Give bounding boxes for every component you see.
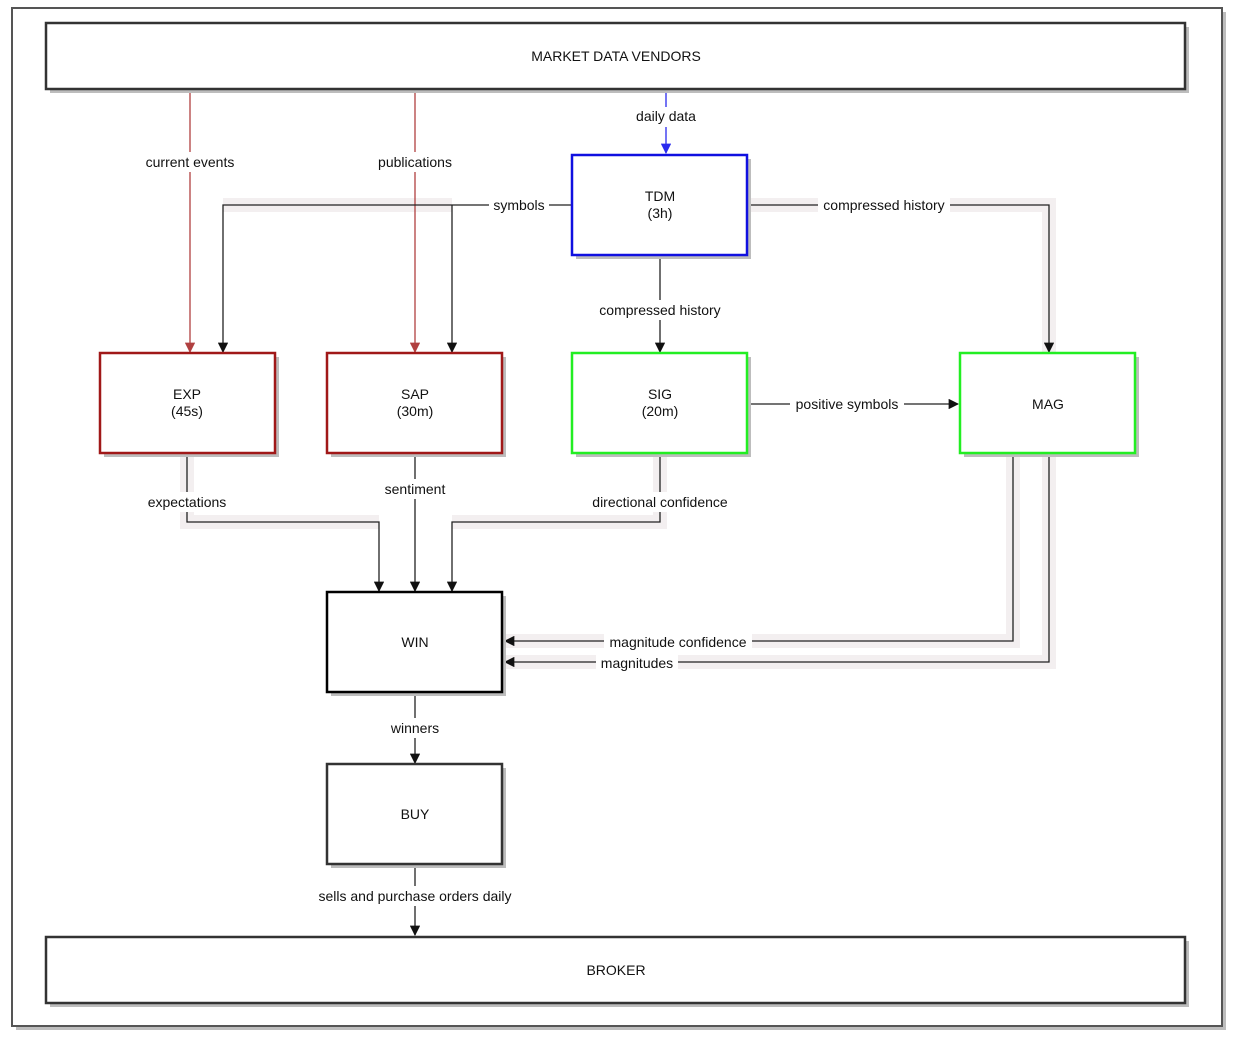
- node-buy[interactable]: BUY: [325, 762, 506, 868]
- edge-expectations: expectations: [143, 455, 385, 593]
- node-sap[interactable]: SAP (30m): [325, 351, 506, 457]
- edge-positive-symbols: positive symbols: [748, 395, 960, 415]
- node-sig[interactable]: SIG (20m): [570, 351, 751, 457]
- edge-label-directional-confidence: directional confidence: [592, 494, 728, 510]
- node-label-sig: SIG: [648, 386, 672, 402]
- node-label-win: WIN: [401, 634, 428, 650]
- edge-compressed-history-sig: compressed history: [594, 256, 726, 354]
- edge-label-current-events: current events: [146, 154, 235, 170]
- node-label-buy: BUY: [401, 806, 430, 822]
- node-sub-sap: (30m): [397, 403, 434, 419]
- node-mag[interactable]: MAG: [958, 351, 1139, 457]
- edge-label-expectations: expectations: [148, 494, 227, 510]
- node-market-data-vendors[interactable]: MARKET DATA VENDORS: [44, 21, 1189, 93]
- node-label-exp: EXP: [173, 386, 201, 402]
- edge-label-publications: publications: [378, 154, 452, 170]
- edge-label-winners: winners: [390, 720, 439, 736]
- edge-symbols: symbols: [217, 196, 572, 354]
- edge-sentiment: sentiment: [380, 455, 450, 593]
- node-label-sap: SAP: [401, 386, 429, 402]
- node-tdm[interactable]: TDM (3h): [570, 153, 751, 259]
- edge-label-symbols: symbols: [493, 197, 544, 213]
- node-label-market-data-vendors: MARKET DATA VENDORS: [531, 48, 701, 64]
- node-label-tdm: TDM: [645, 188, 675, 204]
- edge-sells-orders: sells and purchase orders daily: [312, 865, 518, 937]
- edge-magnitudes: magnitudes: [503, 455, 1050, 673]
- edge-winners: winners: [385, 693, 445, 765]
- edge-current-events: current events: [140, 90, 240, 354]
- edge-label-compressed-history-mag: compressed history: [823, 197, 944, 213]
- edge-label-daily-data: daily data: [636, 108, 696, 124]
- node-exp[interactable]: EXP (45s): [98, 351, 279, 457]
- edge-label-sentiment: sentiment: [385, 481, 446, 497]
- edge-label-compressed-history-sig: compressed history: [599, 302, 720, 318]
- edge-compressed-history-mag: compressed history: [748, 196, 1055, 354]
- edge-label-magnitude-confidence: magnitude confidence: [610, 634, 747, 650]
- node-label-mag: MAG: [1032, 396, 1064, 412]
- edge-label-positive-symbols: positive symbols: [796, 396, 899, 412]
- node-label-broker: BROKER: [586, 962, 645, 978]
- node-sub-tdm: (3h): [648, 205, 673, 221]
- node-broker[interactable]: BROKER: [44, 935, 1189, 1007]
- edge-publications: publications: [373, 90, 457, 354]
- edge-directional-confidence: directional confidence: [446, 455, 733, 593]
- edge-magnitude-confidence: magnitude confidence: [503, 455, 1014, 652]
- node-sub-sig: (20m): [642, 403, 679, 419]
- node-sub-exp: (45s): [171, 403, 203, 419]
- edge-label-sells-orders: sells and purchase orders daily: [319, 888, 512, 904]
- node-win[interactable]: WIN: [325, 590, 506, 696]
- edge-daily-data: daily data: [630, 90, 702, 155]
- edge-label-magnitudes: magnitudes: [601, 655, 673, 671]
